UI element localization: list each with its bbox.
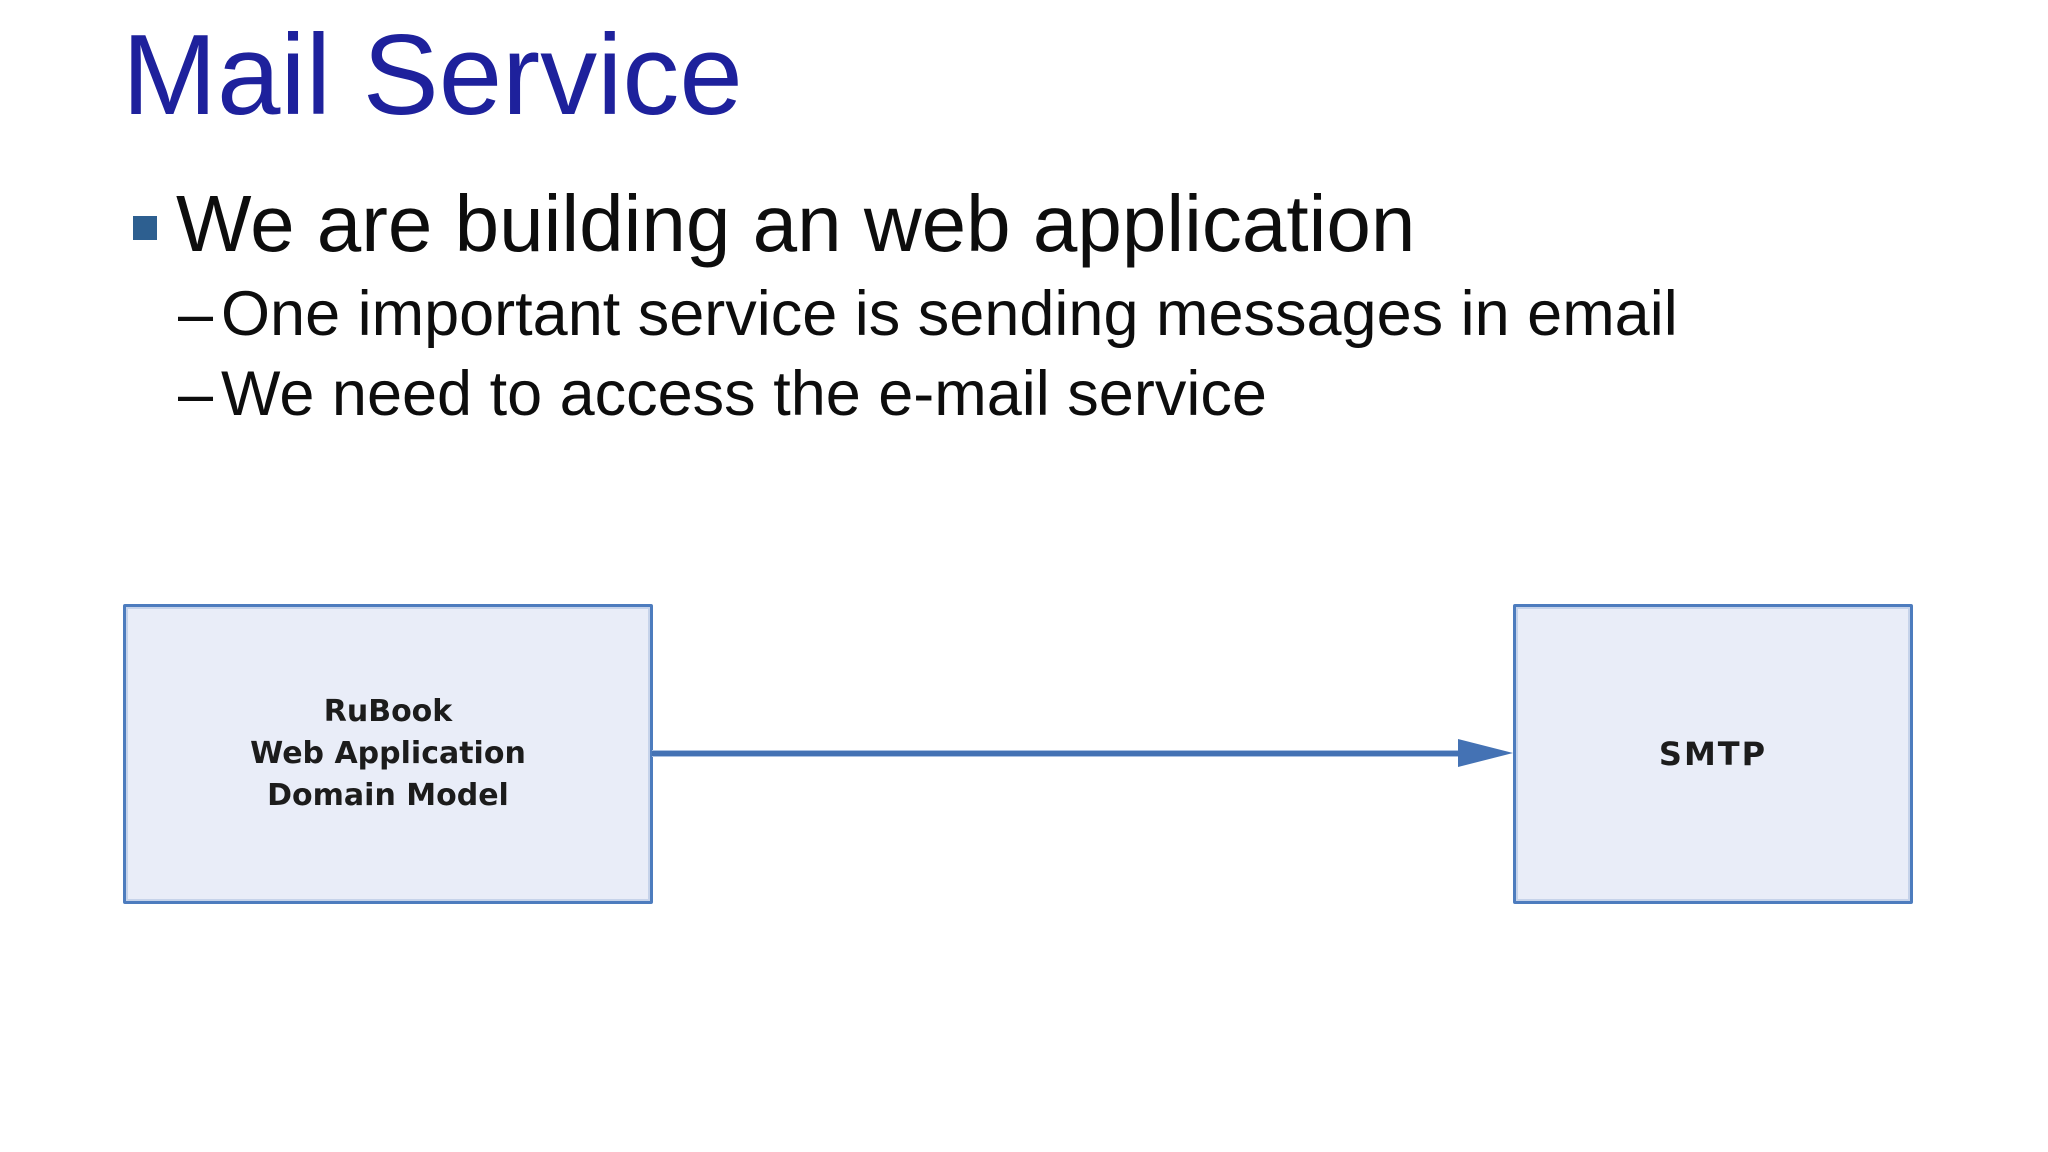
- diagram-box-rubook-domain-model: RuBook Web Application Domain Model: [123, 604, 653, 904]
- sub-bullet-item: – One important service is sending messa…: [178, 283, 1678, 346]
- box-label-line: Web Application: [250, 736, 526, 771]
- box-label-line: RuBook: [323, 694, 453, 729]
- sub-bullet-dash-marker: –: [178, 279, 214, 349]
- connector-arrowhead-icon: [1458, 739, 1513, 767]
- bullet-square-marker: [133, 216, 157, 240]
- box-label-line: SMTP: [1658, 735, 1768, 773]
- sub-bullet-item: – We need to access the e-mail service: [178, 363, 1267, 426]
- sub-bullet-text: One important service is sending message…: [221, 279, 1678, 349]
- diagram-box-smtp: SMTP: [1513, 604, 1913, 904]
- sub-bullet-dash-marker: –: [178, 359, 214, 429]
- sub-bullet-text: We need to access the e-mail service: [221, 359, 1267, 429]
- slide-title: Mail Service: [122, 12, 743, 139]
- box-label-line: Domain Model: [267, 778, 509, 813]
- connector-line: [652, 751, 1460, 756]
- bullet-text: We are building an web application: [176, 179, 1416, 268]
